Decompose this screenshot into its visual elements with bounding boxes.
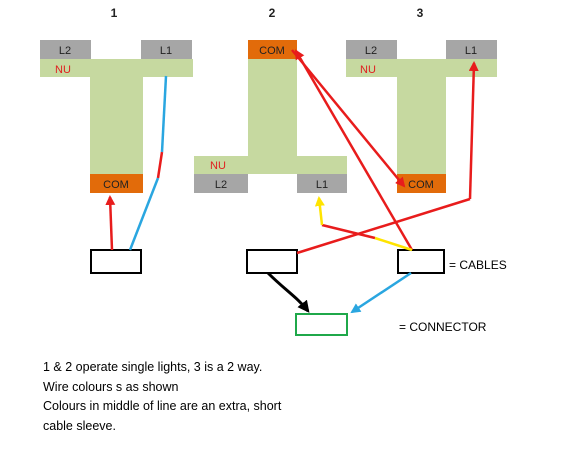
wire-cable2-to-connector-black (266, 271, 310, 313)
cables-legend-label: = CABLES (449, 258, 507, 272)
wire-com2-to-com3-red (291, 49, 406, 188)
switch-2-terminal-l1 (297, 174, 347, 193)
switch-2-terminal-com (248, 40, 297, 59)
switch-3-number: 3 (417, 6, 424, 20)
switch-2-number: 2 (269, 6, 276, 20)
switch-2-body-stem (248, 59, 297, 156)
switch-1-body-bar (40, 59, 193, 77)
notes-text: 1 & 2 operate single lights, 3 is a 2 wa… (43, 358, 363, 436)
switch-3-body-stem (397, 77, 446, 174)
connector-box (295, 313, 348, 336)
wire-cable3-to-com2-red (294, 49, 414, 251)
notes-line-3: Colours in middle of line are an extra, … (43, 399, 282, 413)
switch-1-terminal-l2-label: L2 (59, 45, 71, 57)
switch-2-body-bar (194, 156, 347, 174)
switch-2-terminal-l2 (194, 174, 248, 193)
switch-2-terminal-l1-label: L1 (316, 179, 328, 191)
wire-l1-to-sleeve-blue-upper (160, 75, 168, 153)
switch-1-number: 1 (111, 6, 118, 20)
notes-line-1: 1 & 2 operate single lights, 3 is a 2 wa… (43, 360, 263, 374)
switch-3-nu-label: NU (360, 64, 376, 76)
switch-1-body-stem (90, 77, 143, 174)
switch-2-terminal-l2-label: L2 (215, 179, 227, 191)
switch-1: L2 L1 NU COM (40, 40, 193, 193)
switch-3-terminal-com-label: COM (408, 179, 434, 191)
switch-2-gap (248, 174, 297, 193)
switch-3-terminal-l1 (446, 40, 497, 59)
wire-cable2-to-l1-3-red (296, 197, 471, 255)
switch-3-terminal-l1-label: L1 (465, 45, 477, 57)
cable-1-box (90, 249, 142, 274)
switch-1-terminal-com (90, 174, 143, 193)
switch-1-terminal-l2 (40, 40, 91, 59)
cable-2-box (246, 249, 298, 274)
switch-1-terminal-l1 (141, 40, 192, 59)
switch-3-terminal-l2-label: L2 (365, 45, 377, 57)
wire-l1-2-to-cable3-red (321, 223, 376, 240)
connector-legend-label: = CONNECTOR (399, 320, 487, 334)
wire-cable1-to-l1-blue-lower (128, 177, 160, 251)
switch-1-terminal-l1-label: L1 (160, 45, 172, 57)
notes-line-4: cable sleeve. (43, 418, 116, 433)
switch-3-terminal-l2 (346, 40, 397, 59)
cable-3-box (397, 249, 445, 274)
switch-2-terminal-com-label: COM (259, 45, 285, 57)
switch-2: COM NU L2 L1 (194, 40, 347, 193)
switch-2-nu-label: NU (210, 160, 226, 172)
wire-l1-2-to-cable3-yellow (374, 236, 413, 252)
switch-3: L2 L1 NU COM (346, 40, 497, 193)
notes-line-2: Wire colours s as shown (43, 379, 179, 394)
switch-1-terminal-com-label: COM (103, 179, 129, 191)
wire-cable3-to-connector-blue (350, 271, 412, 314)
wire-l1-2-riser-yellow (314, 196, 325, 226)
switch-1-nu-label: NU (55, 64, 71, 76)
wire-l1-3-vertical-red (468, 61, 479, 200)
switch-3-terminal-com (397, 174, 446, 193)
wire-l1-sleeve-red (156, 151, 164, 179)
switch-3-body-bar (346, 59, 497, 77)
wire-cable1-to-com1-red (105, 195, 116, 251)
